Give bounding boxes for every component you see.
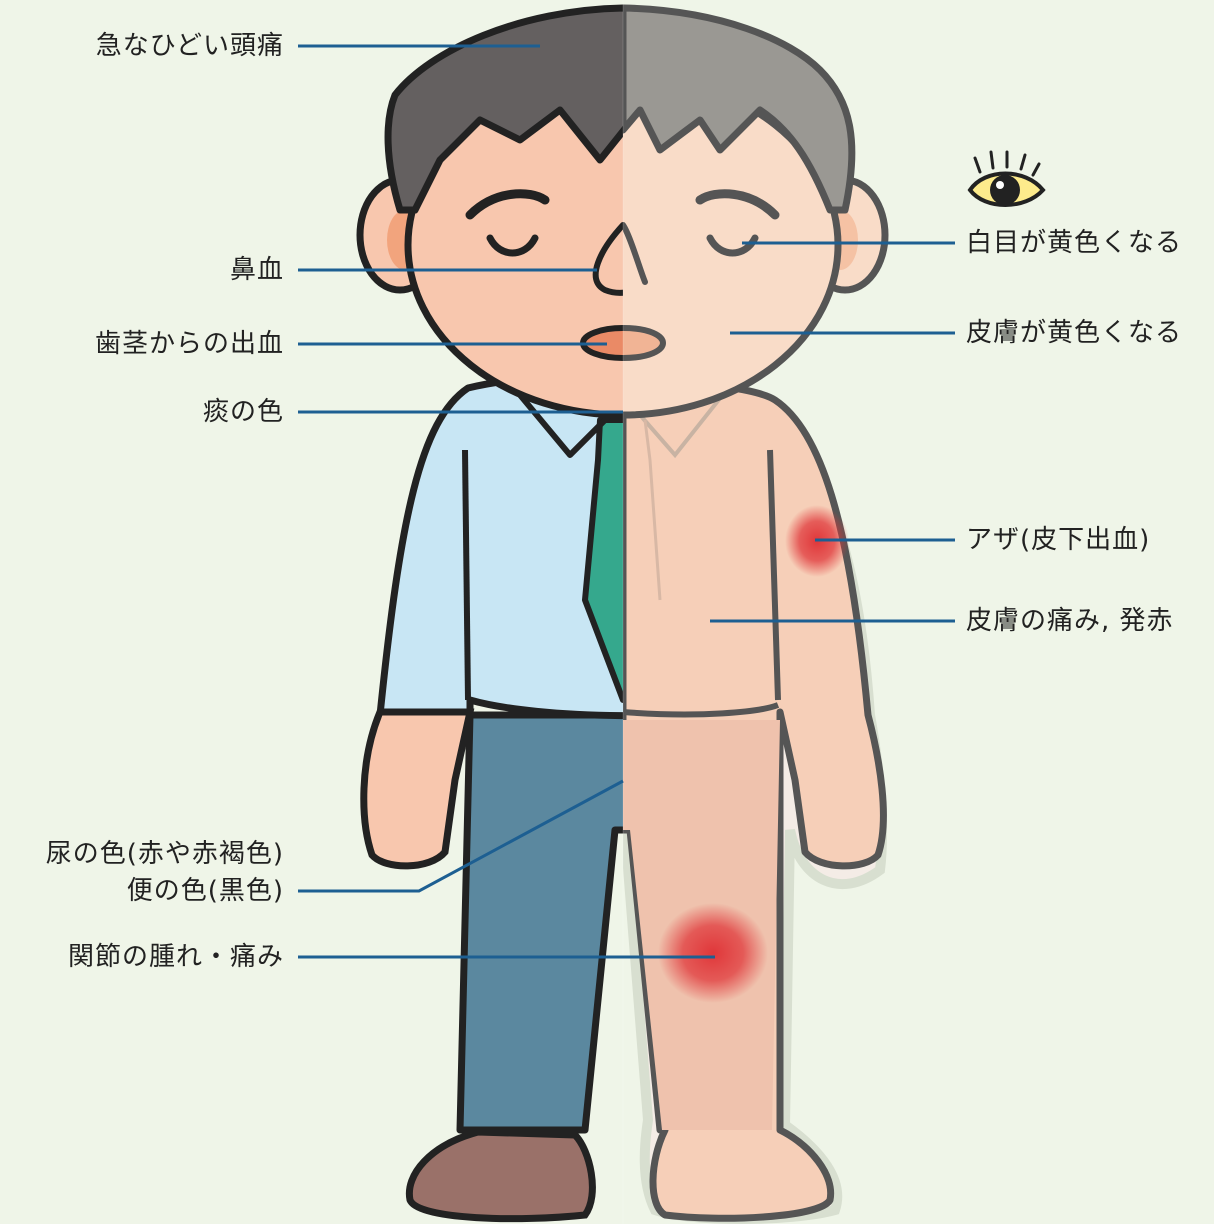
left-shoe <box>409 1132 592 1219</box>
label-yellow-eyes: 白目が黄色くなる <box>966 227 1182 259</box>
label-skin-pain: 皮膚の痛み, 発赤 <box>966 605 1174 637</box>
label-stool-color: 便の色(黒色) <box>127 875 284 907</box>
label-yellow-skin: 皮膚が黄色くなる <box>966 317 1182 349</box>
joint-spot <box>658 903 768 1003</box>
left-hand <box>364 712 470 866</box>
label-gum-bleeding: 歯茎からの出血 <box>95 328 284 360</box>
label-bruise: アザ(皮下出血) <box>966 524 1150 556</box>
label-joint-pain: 関節の腫れ・痛み <box>68 941 284 973</box>
label-headache: 急なひどい頭痛 <box>96 30 284 62</box>
label-sputum-color: 痰の色 <box>203 396 284 428</box>
label-urine-color: 尿の色(赤や赤褐色) <box>46 838 284 870</box>
label-nosebleed: 鼻血 <box>230 254 284 286</box>
